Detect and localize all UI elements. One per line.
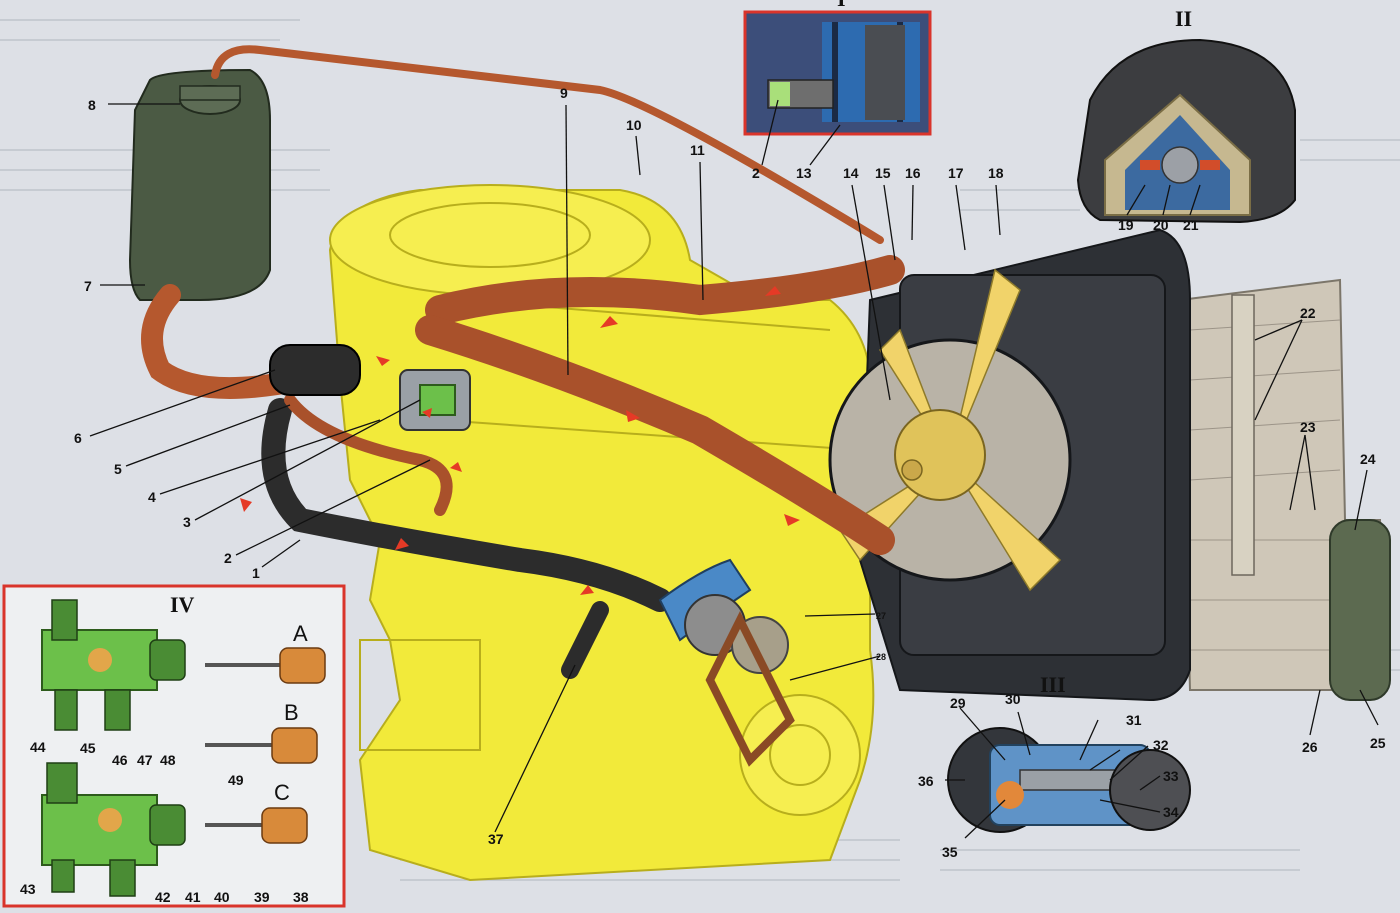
radiator-tube-column xyxy=(1231,294,1255,576)
part-label-14: 14 xyxy=(843,165,859,181)
part-label-25: 25 xyxy=(1370,735,1386,751)
part-label-5: 5 xyxy=(114,461,122,477)
part-label-3: 3 xyxy=(183,514,191,530)
part-label-11: 11 xyxy=(690,142,705,158)
state-b-label: B xyxy=(284,700,299,725)
part-label-28: 28 xyxy=(876,652,886,662)
part-label-45: 45 xyxy=(80,740,96,756)
part-label-24: 24 xyxy=(1360,451,1376,467)
part-label-31: 31 xyxy=(1126,712,1142,728)
part-label-39: 39 xyxy=(254,889,270,905)
part-label-2: 2 xyxy=(224,550,232,566)
inset-2-label: II xyxy=(1175,6,1192,31)
hoses xyxy=(141,45,905,679)
thermostat-element-b xyxy=(205,727,318,764)
part-label-18: 18 xyxy=(988,165,1004,181)
part-number-labels: 8 7 6 5 4 3 2 1 9 10 11 2 13 14 15 16 17… xyxy=(20,85,1386,905)
fan-motor xyxy=(894,409,986,501)
thermostat xyxy=(399,369,471,431)
part-label-16: 16 xyxy=(905,165,921,181)
part-label-27: 27 xyxy=(876,611,886,621)
part-label-42: 42 xyxy=(155,889,171,905)
part-label-43: 43 xyxy=(20,881,36,897)
hose-11 xyxy=(425,255,905,325)
hose-6 xyxy=(141,284,311,399)
part-label-38: 38 xyxy=(293,889,309,905)
hose-1 xyxy=(261,398,672,612)
part-label-8: 8 xyxy=(88,97,96,113)
part-label-48: 48 xyxy=(160,752,176,768)
part-label-17: 17 xyxy=(948,165,964,181)
part-label-7: 7 xyxy=(84,278,92,294)
part-label-13: 13 xyxy=(796,165,812,181)
inset-3-pump: III xyxy=(947,672,1191,833)
part-label-40: 40 xyxy=(214,889,230,905)
part-label-34: 34 xyxy=(1163,804,1179,820)
part-label-47: 47 xyxy=(137,752,153,768)
part-label-19: 19 xyxy=(1118,217,1134,233)
part-label-1: 1 xyxy=(252,565,260,581)
radiator xyxy=(828,228,1391,702)
state-a-label: A xyxy=(293,621,308,646)
part-label-21: 21 xyxy=(1183,217,1199,233)
part-label-2b: 2 xyxy=(752,165,760,181)
thermostat-element-c xyxy=(205,807,308,844)
part-label-9: 9 xyxy=(560,85,568,101)
part-label-23: 23 xyxy=(1300,419,1316,435)
part-label-15: 15 xyxy=(875,165,891,181)
water-pump-and-belt xyxy=(658,558,795,767)
part-label-6: 6 xyxy=(74,430,82,446)
part-label-30: 30 xyxy=(1005,691,1021,707)
part-label-32: 32 xyxy=(1153,737,1169,753)
inset-3-label: III xyxy=(1040,672,1066,697)
part-label-29: 29 xyxy=(950,695,966,711)
inset-2-cap: II xyxy=(1076,6,1296,224)
part-label-4: 4 xyxy=(148,489,156,505)
part-label-49: 49 xyxy=(228,772,244,788)
state-c-label: C xyxy=(274,780,290,805)
part-label-41: 41 xyxy=(185,889,201,905)
part-label-44: 44 xyxy=(30,739,46,755)
leader-lines xyxy=(89,99,1379,839)
thermostat-housing xyxy=(269,344,361,396)
part-label-22: 22 xyxy=(1300,305,1316,321)
thermostat-element-a xyxy=(205,647,326,684)
part-label-26: 26 xyxy=(1302,739,1318,755)
hose-37 xyxy=(561,601,609,679)
hose-2 xyxy=(284,394,453,516)
radiator-side-tank xyxy=(1329,519,1391,701)
part-label-37: 37 xyxy=(488,831,504,847)
part-label-46: 46 xyxy=(112,752,128,768)
hose-9 xyxy=(415,315,895,555)
inset-4-thermostat: IV A B C xyxy=(2,584,346,908)
inset-1-label: I xyxy=(837,0,846,11)
engine-block xyxy=(328,184,875,882)
part-label-20: 20 xyxy=(1153,217,1169,233)
inset-4-label: IV xyxy=(170,592,195,617)
crankshaft-pulley xyxy=(739,694,861,816)
part-label-33: 33 xyxy=(1163,768,1179,784)
inset-1-sensor: I xyxy=(743,0,932,136)
expansion-tank xyxy=(128,68,271,301)
part-label-36: 36 xyxy=(918,773,934,789)
part-label-35: 35 xyxy=(942,844,958,860)
flow-arrows xyxy=(240,286,800,595)
hose-10 xyxy=(211,45,884,244)
part-label-10: 10 xyxy=(626,117,642,133)
timing-belt xyxy=(705,611,795,767)
